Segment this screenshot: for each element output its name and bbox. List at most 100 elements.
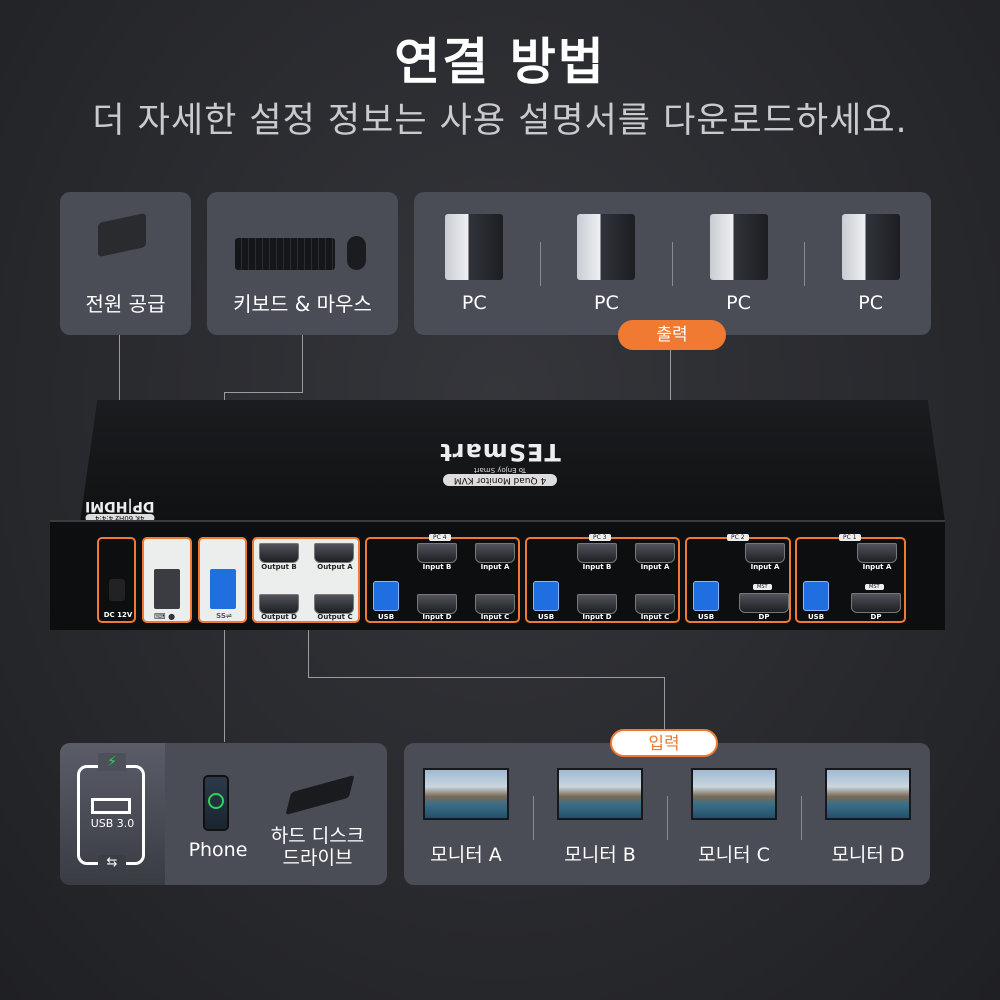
hdmi-port xyxy=(314,543,354,563)
charge-icon: ⚡ xyxy=(98,753,126,771)
port-label: Input D xyxy=(422,613,452,621)
phone-icon xyxy=(203,775,229,831)
port-label: USB xyxy=(697,613,715,621)
port-label: Input A xyxy=(640,563,670,571)
input-pill: 입력 xyxy=(610,729,718,757)
dc-jack-icon xyxy=(109,579,125,601)
monitor-label: 모니터 A xyxy=(430,844,502,866)
usb-b-port xyxy=(533,581,559,611)
mouse-icon xyxy=(347,236,366,270)
port-label: Input C xyxy=(640,613,670,621)
keyboard-line xyxy=(302,335,303,393)
divider xyxy=(539,242,541,286)
pc4-port-group: PC 4 Input B Input A USB Input D Input C xyxy=(365,534,520,623)
usb-a-port xyxy=(154,569,180,609)
usb-devices-card: ⚡ USB 3.0 ⇆ Phone 하드 디스크 드라이브 xyxy=(60,743,387,885)
pc-tower-icon xyxy=(445,214,504,280)
hdmi-port xyxy=(635,594,675,614)
port-label: USB xyxy=(807,613,825,621)
port-label: Output D xyxy=(261,613,297,621)
hdmi-port xyxy=(577,543,617,563)
hdmi-port xyxy=(417,594,457,614)
power-card: 전원 공급 xyxy=(60,192,191,335)
keyboard-label: 키보드 & 마우스 xyxy=(233,292,372,316)
pc-label: PC xyxy=(594,292,619,314)
pc3-port-group: PC 3 Input B Input A USB Input D Input C xyxy=(525,534,680,623)
sync-icon: ⇆ xyxy=(98,855,126,873)
port-label: Output B xyxy=(261,563,297,571)
monitor-label: 모니터 C xyxy=(698,844,770,866)
output-pill: 출력 xyxy=(618,320,726,350)
usb-b-port xyxy=(803,581,829,611)
usb-label: USB 3.0 xyxy=(90,817,135,830)
kvm-top: 4 Quad Monitor KVM To Enjoy Smart TESmar… xyxy=(80,400,945,522)
port-label: Output C xyxy=(317,613,353,621)
monitors-card: 모니터 A 모니터 B 모니터 C 모니터 D xyxy=(404,743,930,885)
dc-label: DC 12V xyxy=(103,611,133,619)
dc-port-group: DC 12V xyxy=(97,537,136,623)
keyboard-mouse-icon: ⌨ ● xyxy=(154,612,176,621)
mst-tag: MST xyxy=(753,584,772,590)
usb-a-icon xyxy=(91,798,131,814)
port-label: Input D xyxy=(582,613,612,621)
hdmi-port xyxy=(259,543,299,563)
pc-item: PC xyxy=(419,214,529,314)
divider xyxy=(800,795,802,840)
pc2-port-group: PC 2 Input A USB MST DP xyxy=(685,534,791,623)
input-line-h xyxy=(308,677,664,678)
hdmi-port xyxy=(417,543,457,563)
port-label: DP xyxy=(758,613,770,621)
output-port-group: Output B Output A Output D Output C xyxy=(252,537,360,623)
usb-b-port xyxy=(373,581,399,611)
hdmi-port xyxy=(745,543,785,563)
pcs-card: PC PC PC PC xyxy=(414,192,931,335)
pc-tower-icon xyxy=(841,214,900,280)
port-label: Input A xyxy=(862,563,892,571)
group-tag: PC 3 xyxy=(589,534,611,541)
usb-cycle-frame xyxy=(77,765,145,865)
usb-b-port xyxy=(693,581,719,611)
port-label: DP xyxy=(870,613,882,621)
port-label: USB xyxy=(377,613,395,621)
hdmi-port xyxy=(475,594,515,614)
brand-logo: 4 Quad Monitor KVM To Enjoy Smart TESmar… xyxy=(439,438,561,486)
monitor-icon xyxy=(423,768,509,820)
pc-label: PC xyxy=(461,292,487,314)
divider xyxy=(532,795,534,840)
hdd-label: 하드 디스크 드라이브 xyxy=(270,825,365,869)
monitor-icon xyxy=(691,768,777,820)
hdmi-port xyxy=(577,594,617,614)
hdmi-port xyxy=(635,543,675,563)
monitor-item: 모니터 A xyxy=(409,768,524,867)
hdmi-port xyxy=(259,594,299,614)
port-label: Input C xyxy=(480,613,510,621)
keyboard-line-h xyxy=(224,392,303,393)
pc-tower-icon xyxy=(577,214,636,280)
pc-item: PC xyxy=(684,214,794,314)
divider xyxy=(804,242,806,286)
monitor-icon xyxy=(557,768,643,820)
input-line xyxy=(308,625,309,677)
pc-item: PC xyxy=(816,214,926,314)
dp-port xyxy=(739,593,789,613)
hdmi-port xyxy=(314,594,354,614)
group-tag: PC 2 xyxy=(727,534,749,541)
power-adapter-icon xyxy=(98,212,146,258)
port-label: Input B xyxy=(582,563,612,571)
divider xyxy=(666,795,668,840)
ss-usb-group: SS⇌ xyxy=(198,537,247,623)
hdmi-port xyxy=(857,543,897,563)
monitor-item: 모니터 C xyxy=(677,768,792,867)
group-tag: PC 1 xyxy=(839,534,861,541)
input-line-v xyxy=(664,677,665,732)
port-label: Input B xyxy=(422,563,452,571)
monitor-icon xyxy=(825,768,911,820)
phone-label: Phone xyxy=(188,839,248,861)
port-label: Input A xyxy=(480,563,510,571)
port-label: USB xyxy=(537,613,555,621)
usb3-panel: ⚡ USB 3.0 ⇆ xyxy=(60,743,165,885)
dp-port xyxy=(851,593,901,613)
port-label: Output A xyxy=(317,563,353,571)
power-label: 전원 공급 xyxy=(85,292,166,316)
hard-drive-icon xyxy=(285,774,355,816)
